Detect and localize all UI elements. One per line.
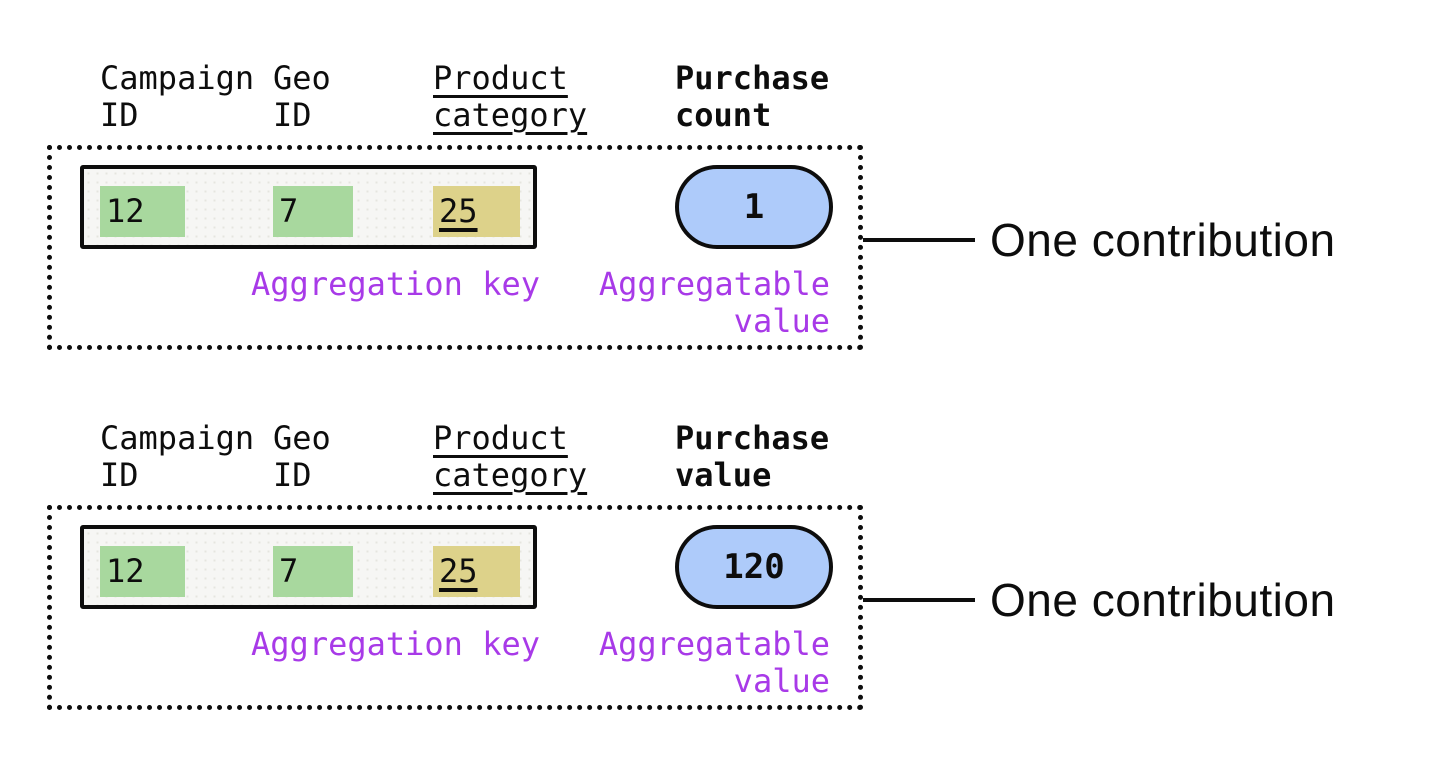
header-line: ID [273,456,312,494]
header-line: Campaign [100,419,255,457]
key-cell-campaign-id: 12 [100,546,185,597]
connector-line [863,238,975,242]
header-line: ID [273,96,312,134]
aggregatable-value-label-line: Aggregatable [598,625,830,663]
header-line: Geo [273,59,331,97]
aggregatable-value-number: 1 [743,187,765,227]
header-line: Geo [273,419,331,457]
aggregatable-value-label: Aggregatable value [598,626,830,700]
header-line: count [675,96,772,134]
key-cell-product-category: 25 [433,186,520,237]
connector-line [863,598,975,602]
column-header-purchase-count: Purchase count [675,60,829,134]
aggregatable-value-pill: 120 [675,525,833,609]
key-cell-product-category: 25 [433,546,520,597]
key-cell-value: 7 [279,552,299,590]
header-line: category [433,456,588,494]
one-contribution-label: One contribution [990,214,1336,266]
header-line: category [433,96,588,134]
one-contribution-label: One contribution [990,574,1336,626]
key-cell-value: 12 [106,192,145,230]
contribution-block-value: Campaign ID Geo ID Product category Purc… [0,400,1442,760]
event-record-row: 12 7 25 [80,525,537,609]
header-line: Purchase [675,419,830,457]
contribution-boundary-box [47,145,863,350]
contribution-boundary-box [47,505,863,710]
column-header-geo-id: Geo ID [273,60,331,134]
column-header-campaign-id: Campaign ID [100,420,254,494]
header-line: Purchase [675,59,830,97]
contribution-block-count: Campaign ID Geo ID Product category Purc… [0,40,1442,400]
event-record-row: 12 7 25 [80,165,537,249]
column-header-product-category: Product category [433,60,587,134]
header-line: ID [100,96,139,134]
header-line: value [675,456,772,494]
aggregatable-value-label-line: value [733,302,830,340]
column-header-campaign-id: Campaign ID [100,60,254,134]
aggregation-key-label: Aggregation key [251,625,540,663]
key-cell-value: 25 [439,192,478,230]
header-line: Campaign [100,59,255,97]
key-cell-value: 12 [106,552,145,590]
aggregatable-value-label-line: value [733,662,830,700]
key-cell-geo-id: 7 [273,186,353,237]
key-cell-value: 25 [439,552,478,590]
header-line: ID [100,456,139,494]
column-header-geo-id: Geo ID [273,420,331,494]
column-header-product-category: Product category [433,420,587,494]
aggregatable-value-number: 120 [723,547,785,587]
column-header-purchase-value: Purchase value [675,420,829,494]
header-line: Product [433,419,568,457]
aggregation-key-label: Aggregation key [251,265,540,303]
aggregatable-value-label: Aggregatable value [598,266,830,340]
aggregatable-value-pill: 1 [675,165,833,249]
key-cell-value: 7 [279,192,299,230]
header-line: Product [433,59,568,97]
aggregatable-value-label-line: Aggregatable [598,265,830,303]
key-cell-geo-id: 7 [273,546,353,597]
key-cell-campaign-id: 12 [100,186,185,237]
